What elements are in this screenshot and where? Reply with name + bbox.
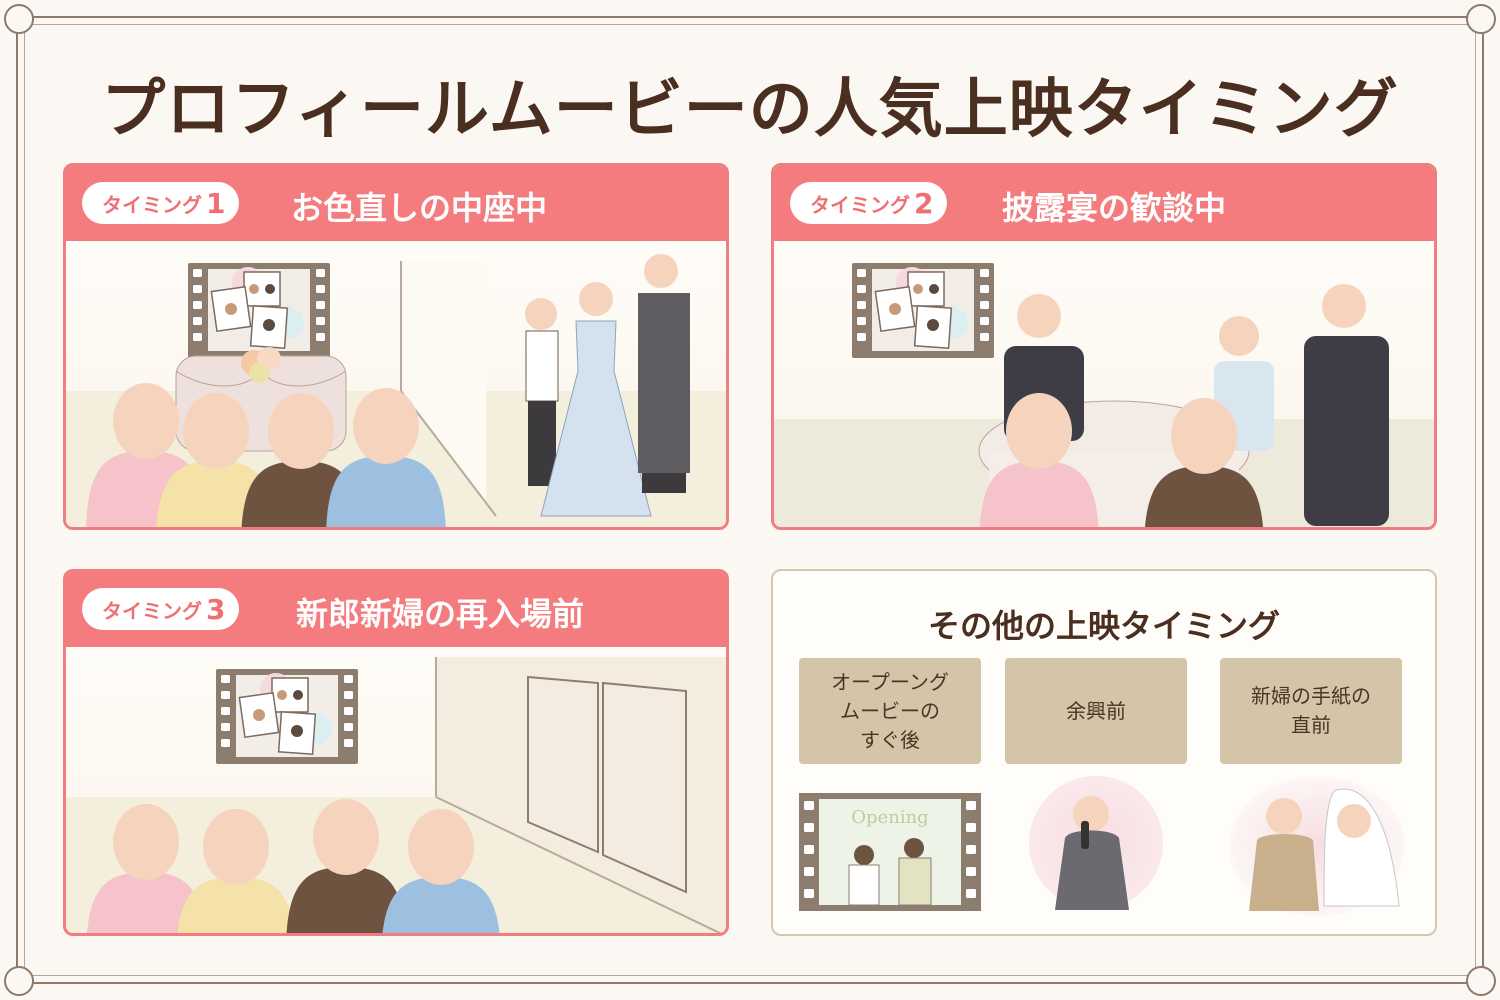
corner-ornament [4,4,34,34]
badge-label: タイミング [810,192,910,217]
guest-man-right [1304,284,1389,526]
card-heading: 披露宴の歓談中 [1002,189,1227,227]
corner-ornament [1466,966,1496,996]
door-icon [527,675,687,894]
corner-ornament [4,966,34,996]
card-heading: 新郎新婦の再入場前 [296,595,585,633]
film-strip-icon [187,262,331,359]
scene-illustration [66,241,726,527]
film-strip-icon [851,262,995,359]
bride-figure [540,282,652,517]
bouquet-icon [241,347,281,383]
microphone-icon [1081,821,1089,849]
outer-frame [16,16,1484,984]
badge-number: 2 [914,186,934,220]
other-timings-card: その他の上映タイミング オープーング ムービーの すぐ後 余興前 新婦の手紙の … [771,569,1437,936]
staff-figure [525,298,559,486]
other-timing-item: 新婦の手紙の 直前 [1220,658,1402,764]
badge-label: タイミング [102,598,202,623]
entertainment-illustration [1029,776,1163,910]
scene-illustration [66,647,726,933]
opening-movie-illustration: Opening [799,793,981,911]
other-timing-item: 余興前 [1005,658,1187,764]
badge-number: 3 [206,592,226,626]
corner-ornament [1466,4,1496,34]
other-timing-item: オープーング ムービーの すぐ後 [799,658,981,764]
other-timings-title: その他の上映タイミング [927,607,1280,645]
film-strip-icon [215,668,359,765]
page-title: プロフィールムービーの人気上映タイミング [101,73,1399,147]
letter-illustration [1229,776,1405,916]
badge-number: 1 [206,186,226,220]
scene-illustration [774,241,1434,527]
badge-label: タイミング [102,192,202,217]
inner-frame [24,24,1476,976]
card-heading: お色直しの中座中 [291,189,548,227]
opening-screen-text: Opening [851,807,928,828]
groom-figure [638,254,690,493]
